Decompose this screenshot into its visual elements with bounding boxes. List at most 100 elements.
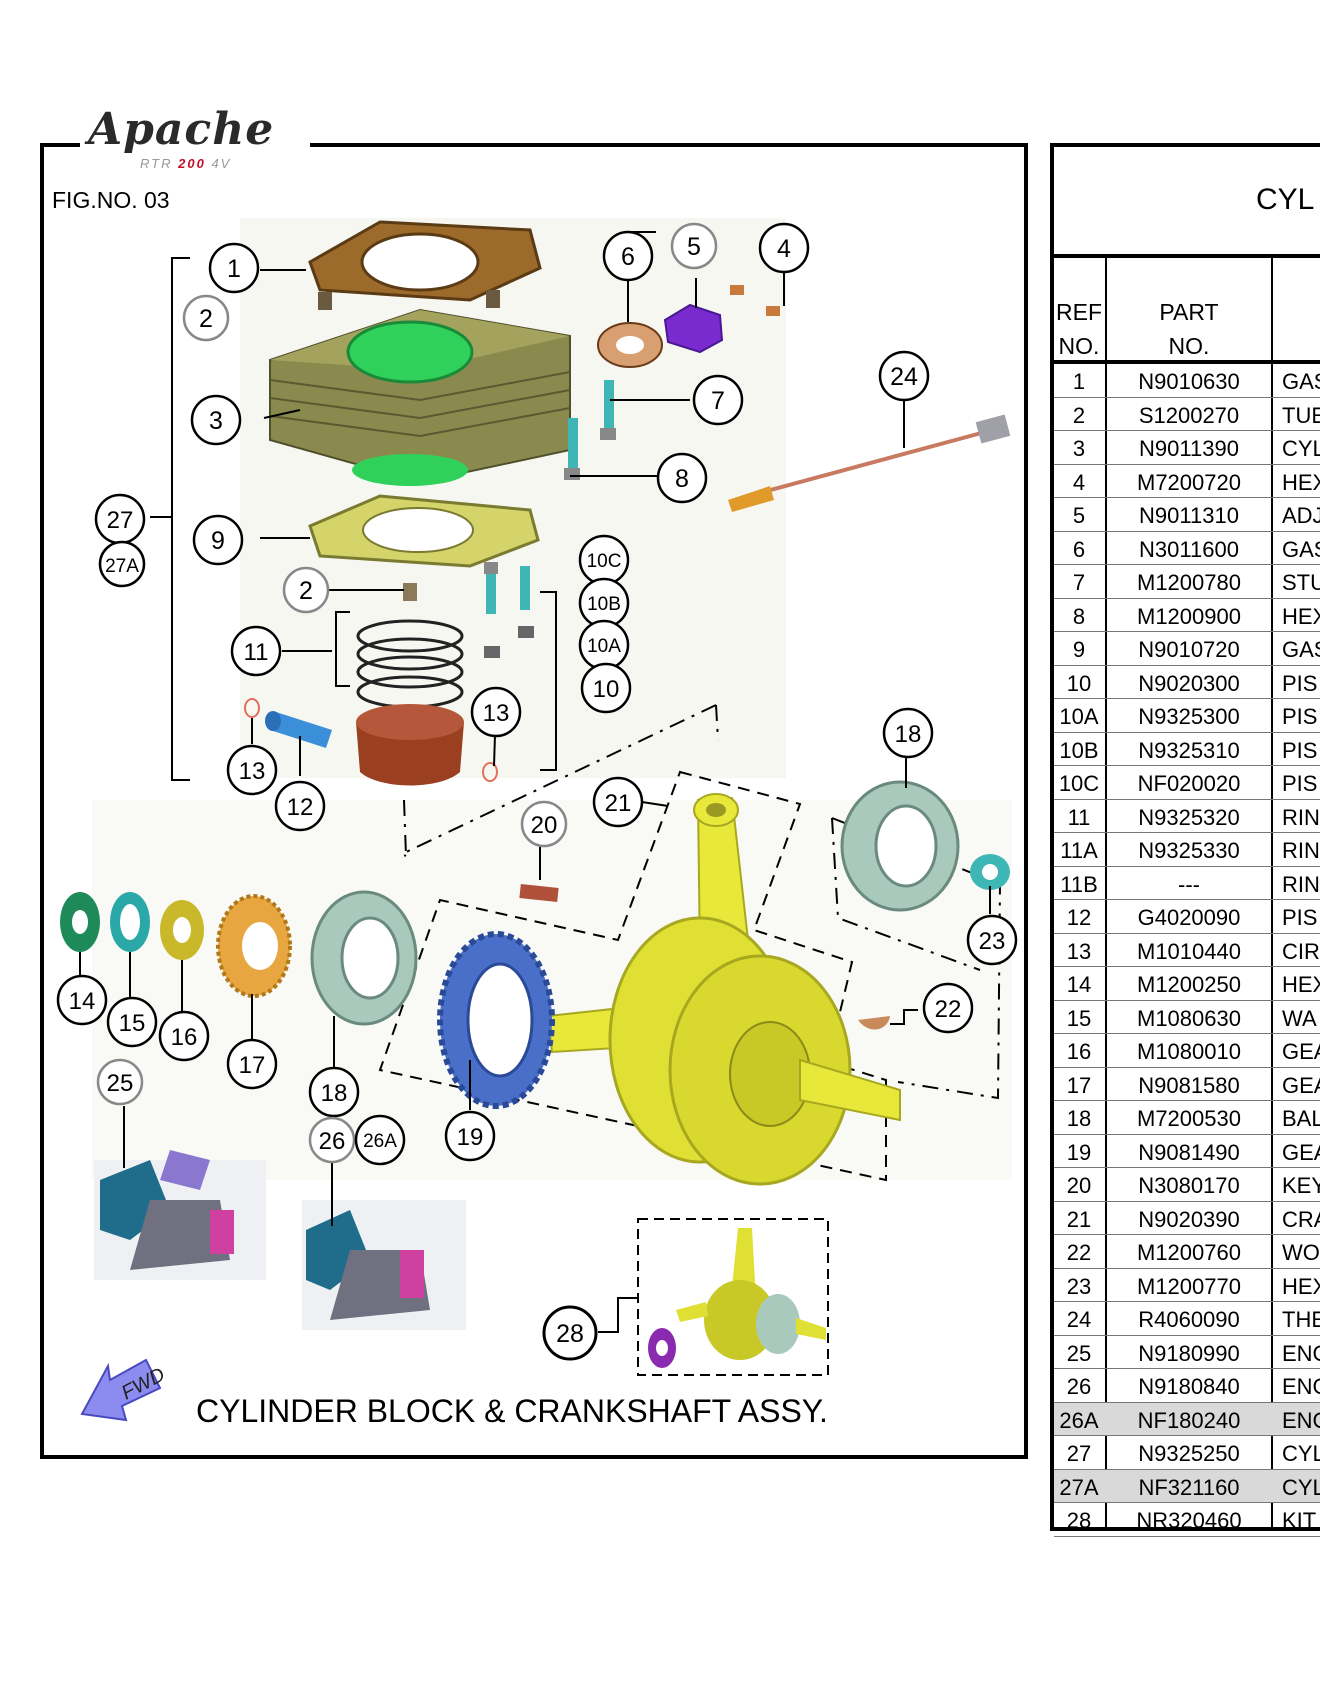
part-number-cell: NR320460 (1136, 1508, 1242, 1533)
svg-text:21: 21 (605, 790, 632, 817)
part-number-cell: M1010440 (1137, 938, 1241, 964)
engine-assembly-image (94, 1150, 266, 1280)
svg-text:10B: 10B (587, 594, 621, 615)
table-row: 19N9081490GEA (1054, 1135, 1320, 1168)
callout-23: 23 (966, 914, 1018, 966)
ref-cell: 3 (1072, 436, 1086, 461)
callout-17: 17 (226, 1038, 278, 1090)
part-number-cell: N3011600 (1139, 536, 1239, 562)
part-number-cell: S1200270 (1138, 402, 1240, 428)
ref-cell: 17 (1066, 1072, 1092, 1098)
description-cell: CYL (1282, 1441, 1320, 1466)
description-cell: TUE (1282, 402, 1320, 428)
svg-text:27A: 27A (105, 556, 139, 577)
callout-27A: 27A (98, 540, 146, 588)
description-cell: HEX (1282, 1273, 1320, 1299)
ref-cell: 5 (1072, 503, 1086, 528)
part-number-cell: N9010720 (1138, 637, 1240, 662)
svg-text:27: 27 (107, 507, 134, 534)
ref-cell: 16 (1066, 1039, 1092, 1064)
ref-cell: 19 (1066, 1139, 1092, 1165)
description-cell: GAS (1282, 536, 1320, 562)
description-cell: ENG (1282, 1374, 1320, 1399)
ref-cell: 14 (1066, 972, 1092, 997)
part-number-cell: NF020020 (1137, 771, 1241, 796)
description-cell: CYL (1282, 1474, 1320, 1500)
table-row: 25N9180990ENG (1054, 1336, 1320, 1369)
figure-caption: CYLINDER BLOCK & CRANKSHAFT ASSY. (196, 1393, 828, 1429)
svg-text:13: 13 (239, 758, 266, 785)
ref-cell: 25 (1066, 1340, 1092, 1366)
svg-text:28: 28 (556, 1320, 584, 1348)
callout-20: 20 (520, 800, 568, 848)
head-gasket-part (308, 220, 542, 302)
callout-21: 21 (592, 776, 644, 828)
table-rule (1050, 360, 1320, 364)
svg-text:12: 12 (287, 794, 314, 821)
ref-cell: 21 (1066, 1206, 1092, 1232)
part-number-cell: G4020090 (1137, 905, 1241, 930)
svg-text:2: 2 (199, 305, 213, 333)
description-cell: GAS (1282, 637, 1320, 662)
ref-cell: 10B (1059, 737, 1099, 763)
callout-26A: 26A (354, 1114, 406, 1166)
svg-text:10: 10 (593, 676, 620, 703)
callout-10C: 10C (578, 534, 630, 586)
svg-text:19: 19 (457, 1124, 484, 1151)
ref-cell: 10 (1066, 670, 1092, 696)
description-cell: WO (1282, 1240, 1320, 1265)
callout-10: 10 (580, 662, 632, 714)
part-number-cell: N9020300 (1138, 670, 1240, 696)
callout-6: 6 (602, 230, 654, 282)
callout-10A: 10A (578, 619, 630, 671)
ref-cell: 27A (1059, 1474, 1099, 1500)
ref-cell: 11B (1060, 871, 1098, 897)
part-number-cell: NF180240 (1137, 1407, 1241, 1433)
part-number-cell: N9325330 (1138, 838, 1240, 863)
svg-text:26: 26 (319, 1128, 346, 1155)
svg-text:22: 22 (935, 996, 962, 1023)
callout-16: 16 (158, 1010, 210, 1062)
svg-text:20: 20 (531, 812, 558, 839)
callout-7: 7 (692, 374, 744, 426)
svg-text:5: 5 (687, 233, 701, 261)
description-cell: KEY (1282, 1173, 1320, 1198)
table-column-rule (1105, 256, 1107, 1531)
table-row: 26ANF180240ENG (1054, 1402, 1320, 1436)
ref-cell: 12 (1066, 905, 1092, 930)
part-number-cell: M1200760 (1137, 1240, 1241, 1265)
svg-text:3: 3 (209, 407, 223, 435)
svg-text:10C: 10C (587, 551, 622, 572)
callout-11: 11 (230, 625, 282, 677)
callout-8: 8 (656, 452, 708, 504)
part-number-cell: M1080630 (1137, 1005, 1241, 1031)
callout-2b: 2 (282, 566, 330, 614)
svg-text:14: 14 (69, 988, 96, 1015)
description-cell: CIR (1282, 938, 1320, 964)
part-number-cell: M1200780 (1137, 570, 1241, 595)
svg-text:10A: 10A (587, 636, 621, 657)
svg-text:17: 17 (239, 1052, 266, 1079)
ref-cell: 11A (1060, 838, 1098, 863)
svg-text:18: 18 (895, 721, 922, 748)
description-cell: GEA (1282, 1139, 1320, 1165)
part-number-cell: N9010630 (1138, 369, 1240, 394)
callout-25: 25 (96, 1058, 144, 1106)
description-cell: ADJ (1282, 503, 1320, 528)
svg-text:2: 2 (299, 577, 313, 605)
svg-text:4: 4 (777, 235, 791, 263)
callout-13b: 13 (226, 744, 278, 796)
description-cell: PIS (1282, 737, 1318, 763)
svg-text:1: 1 (227, 255, 241, 283)
ref-cell: 18 (1066, 1106, 1092, 1131)
callout-3: 3 (190, 394, 242, 446)
callout-2: 2 (182, 294, 230, 342)
engine-assembly-image (302, 1200, 466, 1330)
